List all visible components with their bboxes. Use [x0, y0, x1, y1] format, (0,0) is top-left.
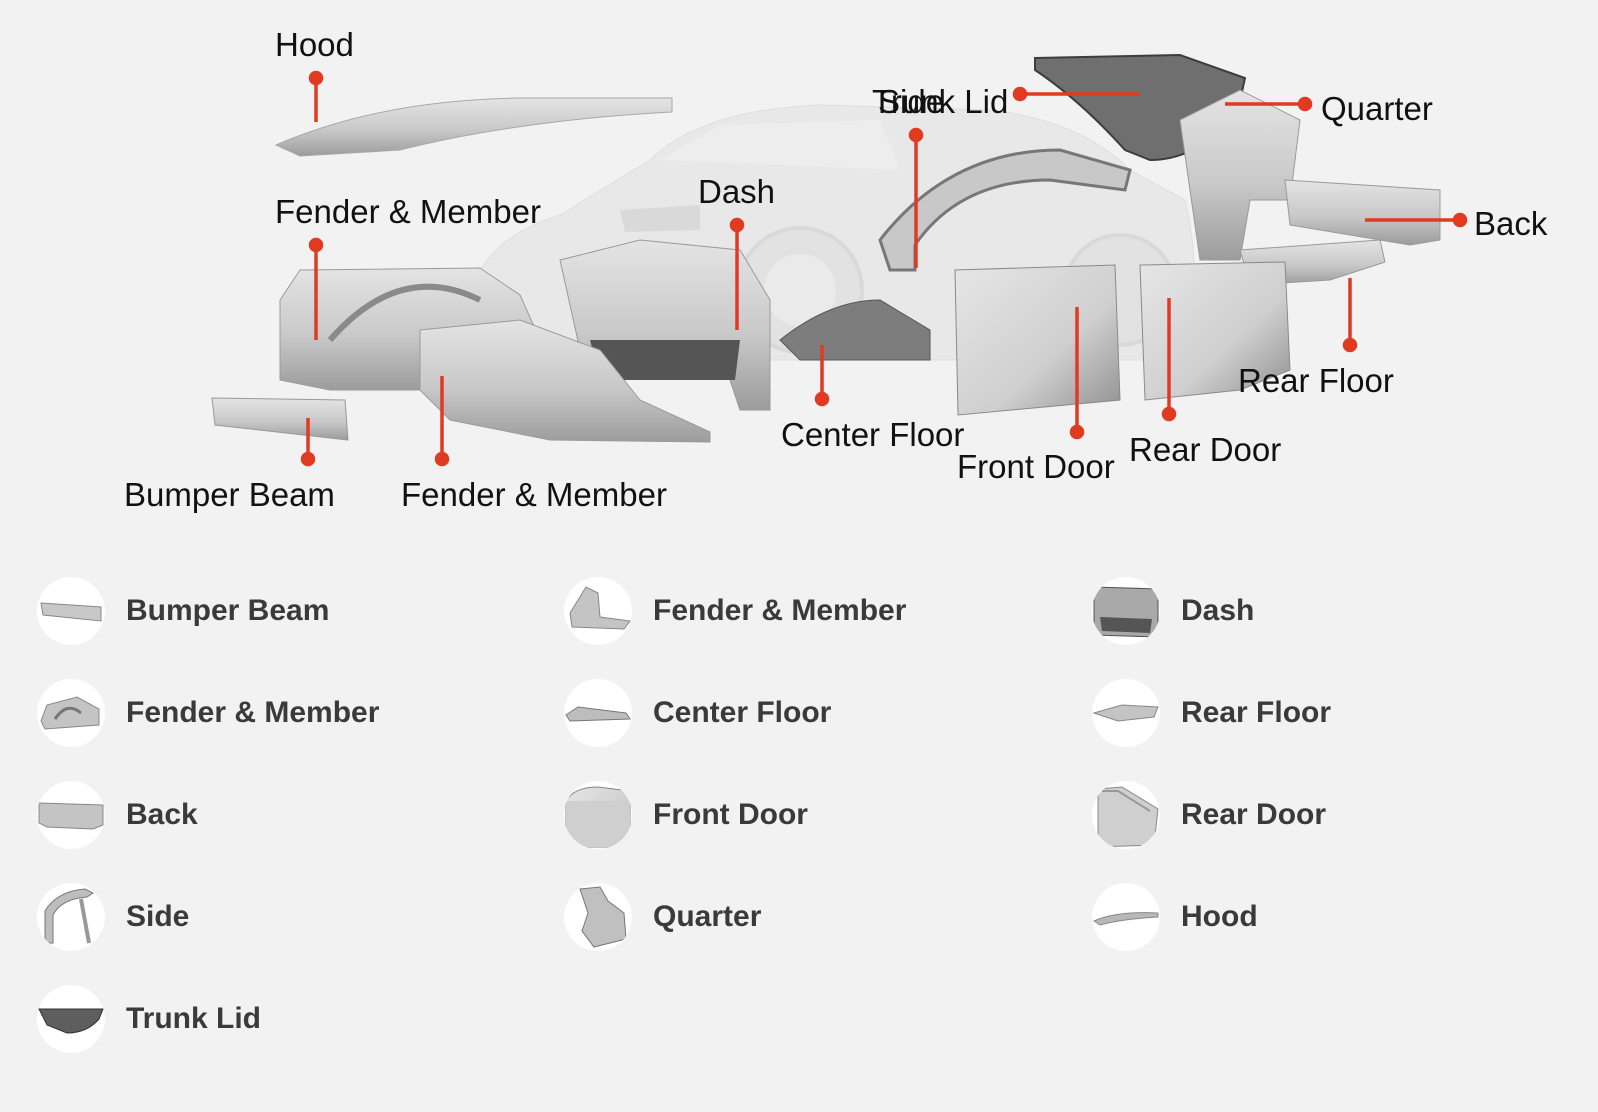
callout-dash: Dash: [698, 173, 776, 210]
center-floor-icon: [564, 679, 632, 747]
legend-item-trunk-lid[interactable]: Trunk Lid: [37, 983, 261, 1055]
bumper-beam-part: [211, 397, 349, 441]
legend-item-back[interactable]: Back: [37, 779, 198, 851]
legend-label: Bumper Beam: [126, 594, 330, 627]
back-panel-part: [1284, 179, 1441, 246]
legend-item-rear-floor[interactable]: Rear Floor: [1092, 677, 1331, 749]
rear-fender-member-icon: [37, 679, 105, 747]
hood-icon: [1092, 883, 1160, 951]
car-body-parts-illustration: [211, 53, 1468, 467]
callout-quarter: Quarter: [1321, 90, 1433, 127]
parts-legend: Bumper Beam Fender & Member Back Side Tr…: [0, 575, 1598, 1075]
rear-floor-icon: [1092, 679, 1160, 747]
callout-front-door: Front Door: [957, 448, 1115, 485]
callout-rear-door: Rear Door: [1129, 431, 1282, 468]
legend-label: Dash: [1181, 594, 1255, 627]
callout-trunk-lid: Trunk Lid: [872, 83, 1009, 120]
callout-leader-lines: [300, 70, 1468, 467]
legend-label: Fender & Member: [653, 594, 907, 627]
center-floor-part: [779, 299, 931, 361]
legend-label: Hood: [1181, 900, 1258, 933]
quarter-panel-icon: [564, 883, 632, 951]
side-panel-icon: [37, 883, 105, 951]
legend-item-side[interactable]: Side: [37, 881, 189, 953]
legend-item-bumper-beam[interactable]: Bumper Beam: [37, 575, 329, 647]
callout-center-floor: Center Floor: [781, 416, 965, 453]
legend-item-fender-member-rear[interactable]: Fender & Member: [37, 677, 379, 749]
legend-item-dash[interactable]: Dash: [1092, 575, 1254, 647]
legend-item-hood[interactable]: Hood: [1092, 881, 1258, 953]
legend-label: Rear Door: [1181, 798, 1327, 831]
rear-door-icon: [1092, 781, 1160, 849]
front-fender-member-icon: [564, 577, 632, 645]
legend-label: Center Floor: [653, 696, 832, 729]
front-door-part: [954, 264, 1121, 416]
legend-label: Back: [126, 798, 198, 831]
callout-rear-floor: Rear Floor: [1238, 362, 1394, 399]
exploded-car-diagram: Hood Fender & Member Dash Trunk Lid Side…: [0, 0, 1598, 540]
callout-side: Side: [878, 83, 945, 120]
legend-item-fender-member-front[interactable]: Fender & Member: [564, 575, 906, 647]
legend-item-rear-door[interactable]: Rear Door: [1092, 779, 1326, 851]
side-frame-part: [878, 148, 1132, 272]
dash-icon: [1092, 577, 1160, 645]
legend-item-front-door[interactable]: Front Door: [564, 779, 808, 851]
legend-label: Side: [126, 900, 190, 933]
legend-label: Trunk Lid: [126, 1002, 261, 1035]
callout-hood: Hood: [275, 26, 354, 63]
callout-fender-member-lower: Fender & Member: [401, 476, 667, 513]
hood-part: [274, 97, 673, 157]
rear-door-part: [1139, 261, 1291, 401]
bumper-beam-icon: [37, 577, 105, 645]
legend-item-center-floor[interactable]: Center Floor: [564, 677, 831, 749]
legend-label: Fender & Member: [126, 696, 380, 729]
callout-back: Back: [1474, 205, 1548, 242]
legend-label: Front Door: [653, 798, 808, 831]
legend-label: Quarter: [653, 900, 762, 933]
trunk-lid-icon: [37, 985, 105, 1053]
lower-fender-member-part: [419, 319, 711, 443]
front-door-icon: [564, 781, 632, 849]
legend-label: Rear Floor: [1181, 696, 1332, 729]
back-panel-icon: [37, 781, 105, 849]
callout-bumper-beam: Bumper Beam: [124, 476, 335, 513]
quarter-panel-part: [1179, 89, 1301, 261]
legend-item-quarter[interactable]: Quarter: [564, 881, 761, 953]
callout-fender-member-upper: Fender & Member: [275, 193, 541, 230]
